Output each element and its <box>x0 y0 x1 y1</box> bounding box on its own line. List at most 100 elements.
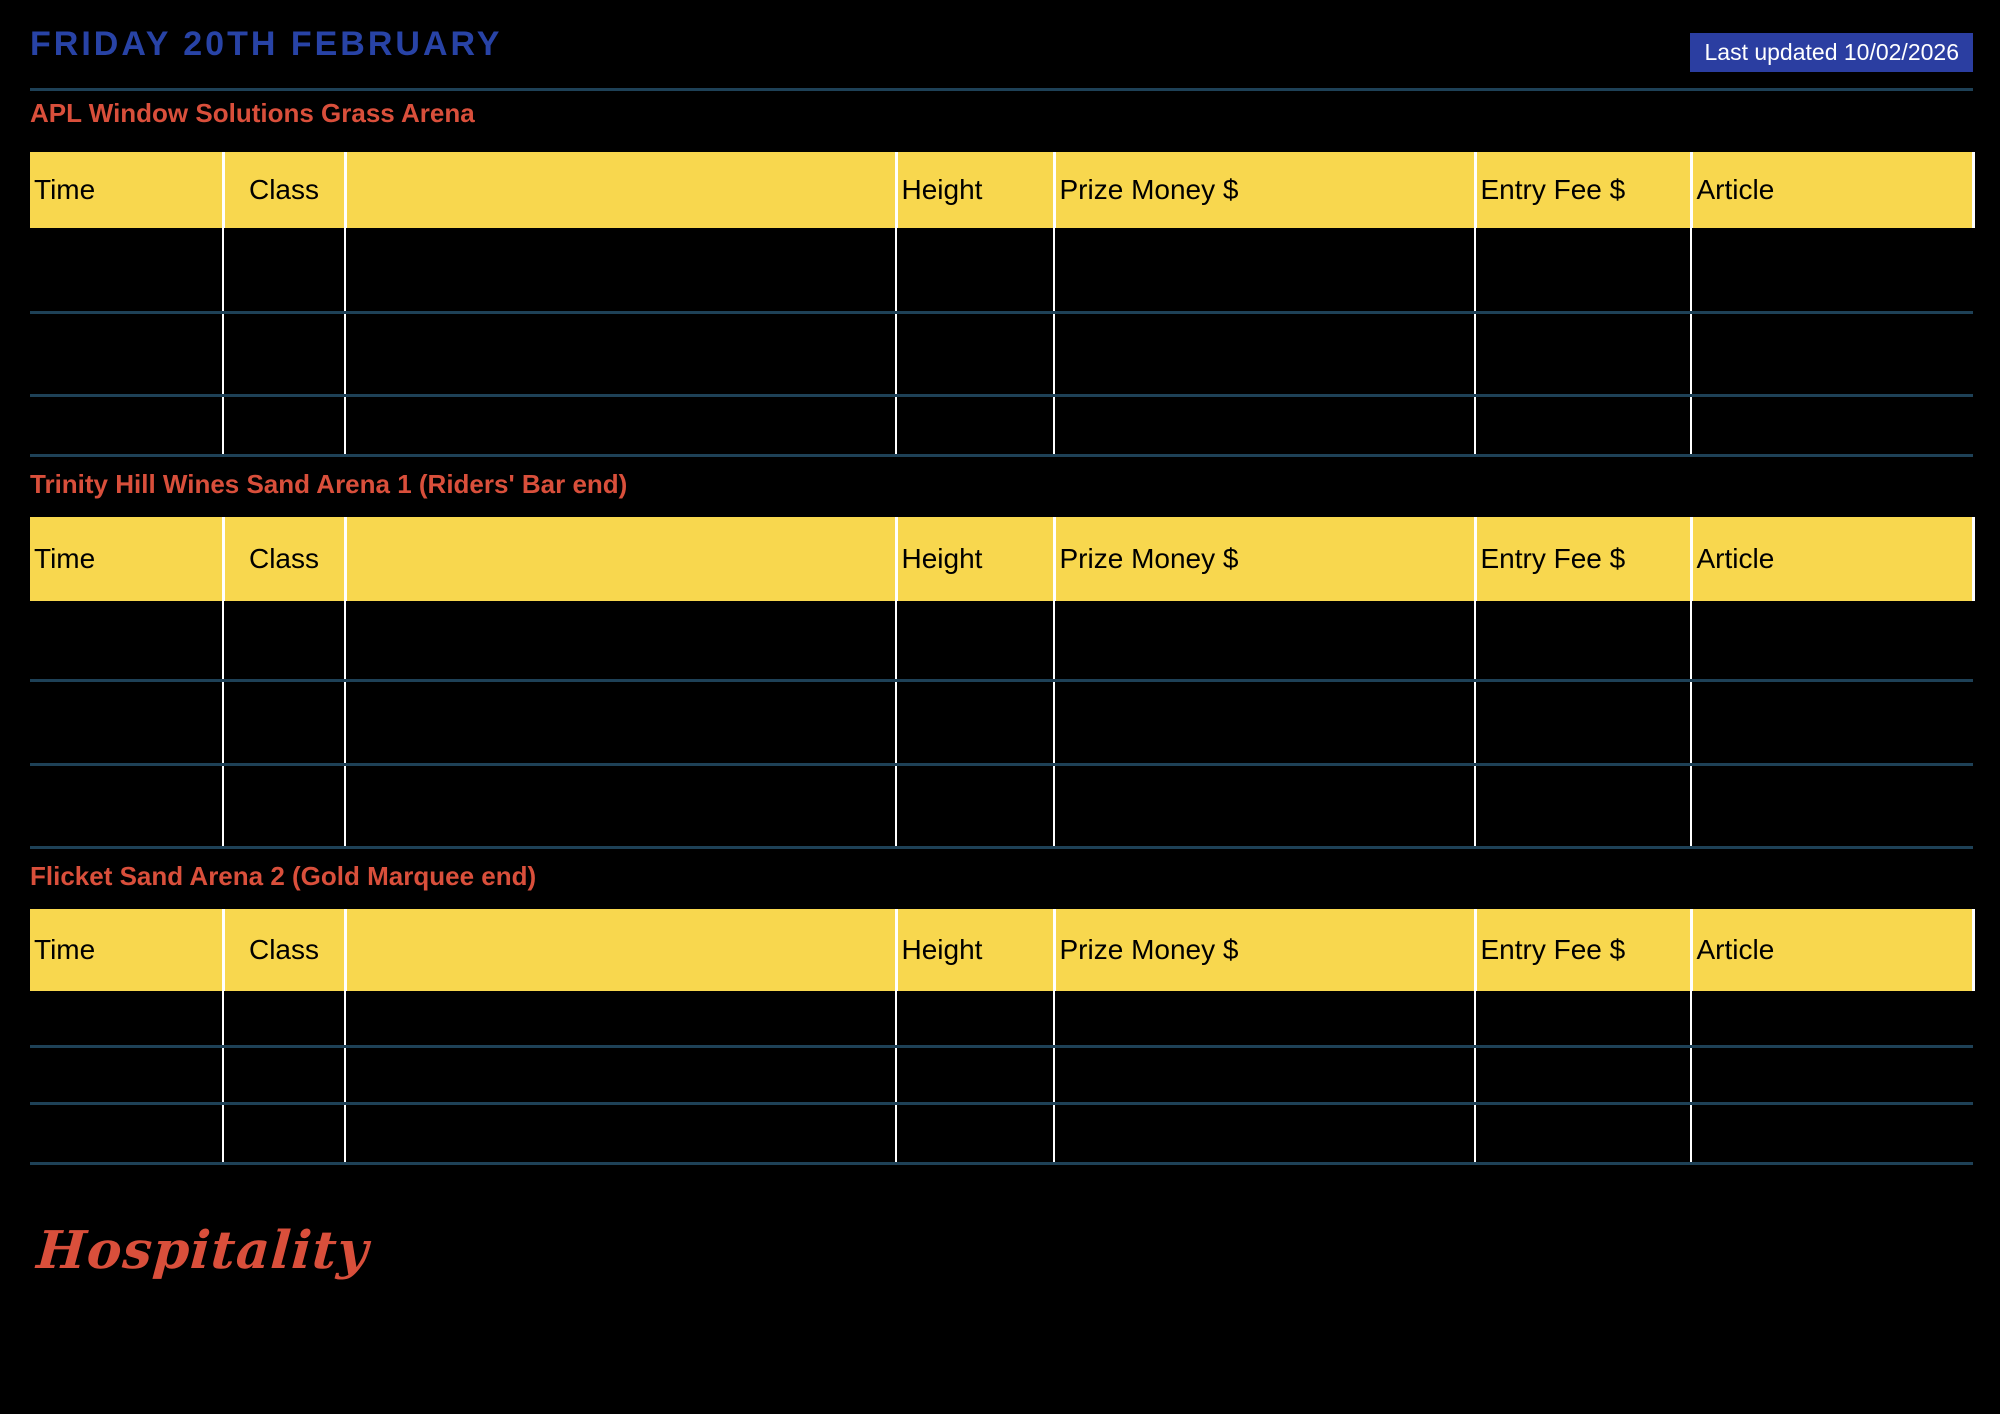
table-cell <box>1054 601 1476 682</box>
table-cell <box>223 764 346 849</box>
last-updated-badge: Last updated 10/02/2026 <box>1690 33 1973 72</box>
table-row <box>30 991 1973 1048</box>
table-cell <box>1054 312 1476 397</box>
table-cell <box>1475 1103 1692 1165</box>
table-row <box>30 312 1973 397</box>
table-cell <box>896 601 1055 682</box>
table-row <box>30 1046 1973 1105</box>
table-cell <box>345 1046 897 1105</box>
table-cell <box>223 680 346 766</box>
table-cell <box>1691 991 1973 1048</box>
table-cell <box>223 395 346 457</box>
table-cell <box>1054 228 1476 314</box>
table-header-row: Time Class Height Prize Money $ Entry Fe… <box>30 152 1975 228</box>
table-cell <box>30 395 224 457</box>
table-cell <box>30 680 224 766</box>
table-cell <box>30 1103 224 1165</box>
table-cell <box>896 228 1055 314</box>
table-cell <box>345 601 897 682</box>
table-row <box>30 601 1973 682</box>
header-cell-entry-fee: Entry Fee $ <box>1475 517 1693 601</box>
table-cell <box>896 312 1055 397</box>
top-bar: FRIDAY 20TH FEBRUARY Last updated 10/02/… <box>30 26 1973 72</box>
table-cell <box>345 764 897 849</box>
table-cell <box>223 1046 346 1105</box>
table-cell <box>1054 1103 1476 1165</box>
table-row <box>30 1103 1973 1165</box>
table-cell <box>30 991 224 1048</box>
table-row <box>30 228 1973 314</box>
table-cell <box>1691 1046 1973 1105</box>
header-cell-blank <box>345 517 898 601</box>
table-cell <box>345 680 897 766</box>
table-cell <box>223 228 346 314</box>
table-cell <box>1475 228 1692 314</box>
table-cell <box>223 991 346 1048</box>
table-cell <box>1475 395 1692 457</box>
table-cell <box>223 312 346 397</box>
table-header-row: Time Class Height Prize Money $ Entry Fe… <box>30 517 1975 601</box>
header-cell-prize-money: Prize Money $ <box>1054 517 1477 601</box>
page-title: FRIDAY 20TH FEBRUARY <box>30 25 503 63</box>
table-cell <box>345 991 897 1048</box>
table-cell <box>1691 395 1973 457</box>
section-title-apl-grass-arena: APL Window Solutions Grass Arena <box>30 98 475 128</box>
table-cell <box>1691 680 1973 766</box>
table-cell <box>30 1046 224 1105</box>
table-cell <box>896 680 1055 766</box>
table-cell <box>1475 680 1692 766</box>
header-cell-blank <box>345 909 898 991</box>
header-cell-time: Time <box>30 152 225 228</box>
table-cell <box>1691 1103 1973 1165</box>
table-cell <box>30 312 224 397</box>
schedule-page: FRIDAY 20TH FEBRUARY Last updated 10/02/… <box>30 26 1975 1281</box>
table-cell <box>345 395 897 457</box>
table-cell <box>896 764 1055 849</box>
table-cell <box>1691 228 1973 314</box>
table-cell <box>1691 312 1973 397</box>
table-cell <box>1054 1046 1476 1105</box>
table-cell <box>896 1046 1055 1105</box>
header-cell-height: Height <box>896 517 1056 601</box>
table-cell <box>345 312 897 397</box>
header-cell-prize-money: Prize Money $ <box>1054 909 1477 991</box>
header-cell-blank <box>345 152 898 228</box>
header-cell-time: Time <box>30 909 225 991</box>
table-row <box>30 680 1973 766</box>
schedule-table-sand-arena-1: Time Class Height Prize Money $ Entry Fe… <box>30 517 1975 849</box>
header-cell-height: Height <box>896 909 1056 991</box>
table-row <box>30 395 1973 457</box>
table-cell <box>1691 764 1973 849</box>
header-cell-article: Article <box>1691 517 1975 601</box>
table-cell <box>896 395 1055 457</box>
table-cell <box>345 1103 897 1165</box>
hospitality-script-text: Hospitality <box>34 1220 371 1281</box>
section-title-sand-arena-2: Flicket Sand Arena 2 (Gold Marquee end) <box>30 861 537 891</box>
table-cell <box>1054 991 1476 1048</box>
table-cell <box>345 228 897 314</box>
table-cell <box>1054 764 1476 849</box>
header-cell-article: Article <box>1691 909 1975 991</box>
table-cell <box>896 991 1055 1048</box>
header-cell-prize-money: Prize Money $ <box>1054 152 1477 228</box>
table-cell <box>1475 764 1692 849</box>
header-cell-entry-fee: Entry Fee $ <box>1475 152 1693 228</box>
header-cell-time: Time <box>30 517 225 601</box>
table-cell <box>1475 1046 1692 1105</box>
header-cell-class: Class <box>223 517 347 601</box>
table-row <box>30 764 1973 849</box>
schedule-table-sand-arena-2: Time Class Height Prize Money $ Entry Fe… <box>30 909 1975 1165</box>
table-cell <box>1475 991 1692 1048</box>
table-cell <box>1475 312 1692 397</box>
header-cell-entry-fee: Entry Fee $ <box>1475 909 1693 991</box>
title-divider-line <box>30 88 1973 91</box>
table-cell <box>896 1103 1055 1165</box>
table-cell <box>30 764 224 849</box>
table-cell <box>1054 680 1476 766</box>
table-cell <box>30 601 224 682</box>
header-cell-article: Article <box>1691 152 1975 228</box>
section-title-sand-arena-1: Trinity Hill Wines Sand Arena 1 (Riders'… <box>30 469 628 499</box>
header-cell-height: Height <box>896 152 1056 228</box>
table-cell <box>1054 395 1476 457</box>
header-cell-class: Class <box>223 152 347 228</box>
